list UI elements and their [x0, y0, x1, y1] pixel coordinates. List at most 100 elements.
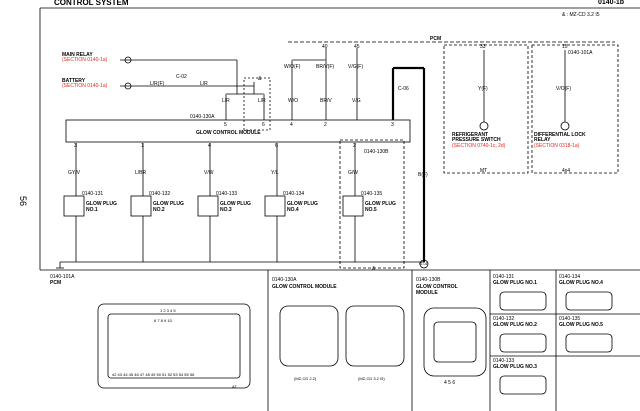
pcm-pin: 33 [480, 44, 486, 50]
plug-label: GLOW PLUG [220, 201, 251, 207]
plug-conn-id: 0140-135 [559, 316, 581, 322]
page-number: 56 [18, 195, 29, 207]
plug-connector: 0140-133 [216, 191, 238, 197]
plug-label: GLOW PLUG [153, 201, 184, 207]
plug1-connector-face [499, 291, 547, 311]
pcm-bus-label: PCM [430, 36, 442, 42]
wire-label: W/O [288, 98, 298, 104]
plug-conn-id: 0140-134 [559, 274, 581, 280]
gcm-a-note: (MZ-CD 3.2 I5) [358, 376, 385, 381]
plug-wire-label: GY/V [68, 170, 80, 176]
gcm-b-connector [423, 307, 487, 377]
plug-conn-id: 0140-132 [493, 316, 515, 322]
model-note: & : MZ-CD 3.2 I5 [562, 12, 600, 18]
diff-relay-label-2: RELAY [534, 137, 551, 143]
pcm-pin: 45 [354, 44, 360, 50]
battery-terminal [124, 82, 132, 90]
connector-label: C-06 [398, 86, 409, 92]
main-relay-terminal [124, 56, 132, 64]
plug-wire-label: V/W [204, 170, 214, 176]
plug-conn-name: GLOW PLUG NO.3 [493, 364, 537, 370]
pcm-pin: 40 [322, 44, 328, 50]
wire-label: V/G [352, 98, 361, 104]
main-relay-ref[interactable]: (SECTION 0140-1a) [62, 57, 108, 63]
gcm-pin: 3 [74, 143, 77, 149]
pcm-connector-inner [107, 313, 241, 379]
pcm-at-label: AT [232, 384, 237, 389]
plug-connector: 0140-132 [149, 191, 171, 197]
refrig-dashed-box [443, 44, 529, 174]
plug5-dashed [339, 139, 405, 269]
plug-label: GLOW PLUG [287, 201, 318, 207]
gcm-pin: 2 [324, 122, 327, 128]
refrig-switch-symbol [479, 121, 489, 131]
main-relay-label: MAIN RELAY [62, 52, 93, 58]
gcm-b-name-2: MODULE [416, 290, 438, 296]
battery-label: BATTERY [62, 78, 86, 84]
gcm-a-connector-2 [345, 305, 405, 367]
difflock-dashed-box [531, 44, 619, 174]
4x4-label: 4x4 [562, 168, 571, 174]
battery-ref[interactable]: (SECTION 0140-1a) [62, 83, 108, 89]
amp-marker: & [372, 266, 376, 272]
gcm-pin: 5 [224, 122, 227, 128]
plug-conn-id: 0140-133 [493, 358, 515, 364]
plug2-box [130, 195, 152, 217]
wire-label: BR/V [320, 98, 332, 104]
plug-label: GLOW PLUG [365, 201, 396, 207]
amp-dashed [243, 77, 271, 131]
gcm-a-id: 0140-130A [272, 277, 297, 283]
connector-label: C-02 [176, 74, 187, 80]
gcm-label: GLOW CONTROL MODULE [196, 130, 261, 136]
wire-label: L/R(F) [150, 81, 165, 87]
gcm-pin: 4 [208, 143, 211, 149]
plug2-connector-face [499, 333, 547, 353]
plug3-box [197, 195, 219, 217]
wire-label: L/R [200, 81, 208, 87]
amp-marker: & [258, 76, 262, 82]
plug-conn-name: GLOW PLUG NO.2 [493, 322, 537, 328]
wire-label: Y(F) [478, 86, 488, 92]
gcm-b-id: 0140-130B [416, 277, 441, 283]
pressure-switch-ref[interactable]: (SECTION 0740-1c, 2d) [452, 143, 506, 149]
header-title: CONTROL SYSTEM [54, 0, 129, 7]
diff-relay-label: DIFFERENTIAL LOCK [534, 132, 586, 138]
gcm-pin: 6 [262, 122, 265, 128]
gcm-b-inner [433, 321, 477, 363]
plug4-connector-face [565, 291, 613, 311]
diff-relay-ref[interactable]: (SECTION 0318-1a) [534, 143, 580, 149]
wire-label: W/O(F) [284, 64, 301, 70]
plug-label-2: NO.1 [86, 207, 98, 213]
gcm-a-name: GLOW CONTROL MODULE [272, 284, 337, 290]
plug5-box [342, 195, 364, 217]
gcm-pin: 2 [353, 143, 356, 149]
pcm-connector-ref: 0140-101A [568, 50, 593, 56]
gcm-b-name: GLOW CONTROL [416, 284, 458, 290]
wire-label: V/G(F) [348, 64, 363, 70]
pcm-conn-id: 0140-101A [50, 274, 75, 280]
plug-label-2: NO.5 [365, 207, 377, 213]
gcm-a-note: (MZ-CD 2.2) [294, 376, 317, 381]
plug-connector: 0140-134 [283, 191, 305, 197]
pcm-conn-name: PCM [50, 280, 62, 286]
ground-label: G-01 [419, 261, 428, 266]
plug1-box [63, 195, 85, 217]
wire-label: B(F) [418, 172, 428, 178]
wire-label: V/O(F) [556, 86, 571, 92]
pcm-pin-row: 6 7 8 9 10 [154, 318, 172, 323]
pcm-pin: 15 [562, 44, 568, 50]
gcm-pin: 3 [391, 122, 394, 128]
pcm-connector-face [97, 303, 251, 389]
plug5-connector-face [565, 333, 613, 353]
plug-wire-label: G/W [348, 170, 358, 176]
gcm-a-connector-1 [279, 305, 339, 367]
plug4-box [264, 195, 286, 217]
pressure-switch-label: REFRIGERANT [452, 132, 489, 138]
plug-wire-label: Y/L [271, 170, 279, 176]
gcm-pin: 1 [141, 143, 144, 149]
plug-conn-name: GLOW PLUG NO.1 [493, 280, 537, 286]
gcm-connector-a: 0140-130A [190, 114, 215, 120]
gcm-pin: 4 [290, 122, 293, 128]
